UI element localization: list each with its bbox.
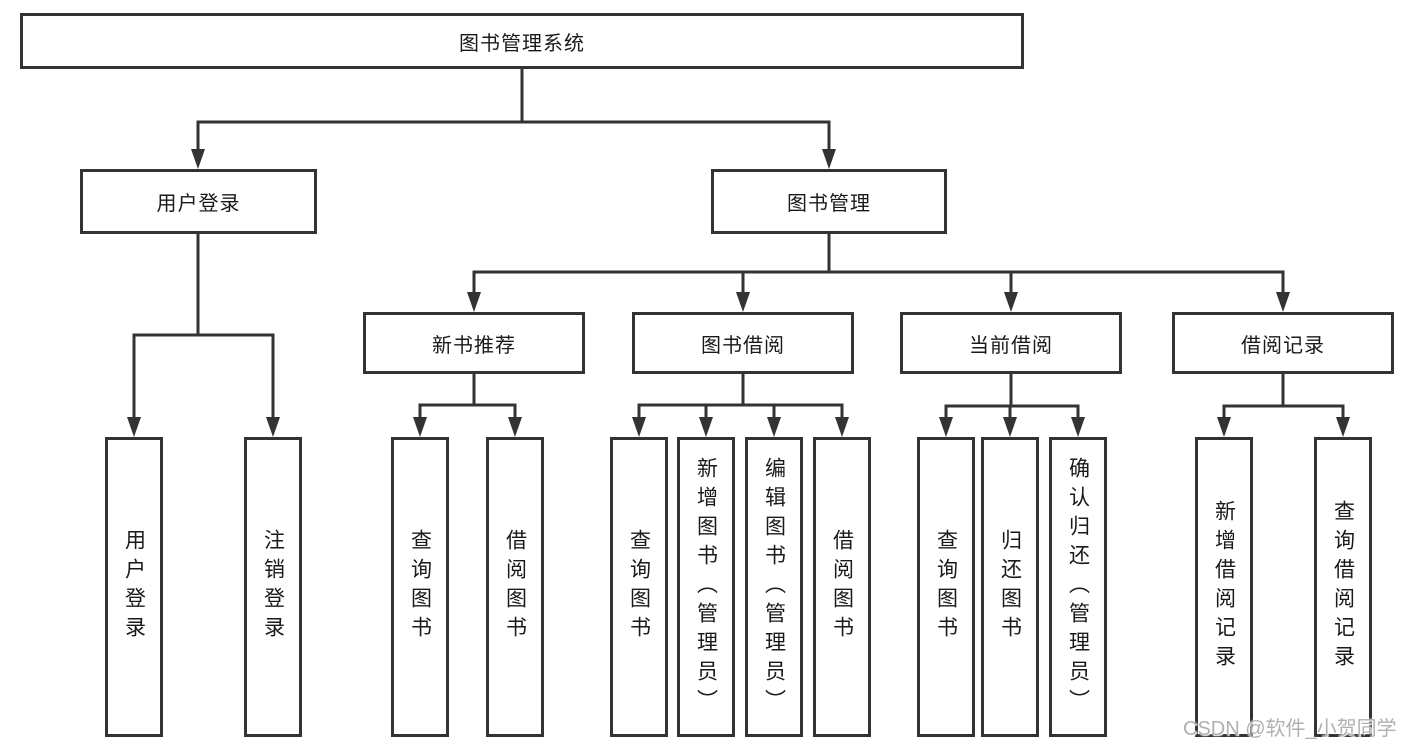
leaf-bb-query-books: 查询图书 — [610, 437, 668, 737]
node-library-management-system: 图书管理系统 — [20, 13, 1024, 69]
node-new-book-recommendation: 新书推荐 — [363, 312, 585, 374]
node-current-borrowing: 当前借阅 — [900, 312, 1122, 374]
leaf-cb-return-books: 归还图书 — [981, 437, 1039, 737]
leaf-bb-borrow-books: 借阅图书 — [813, 437, 871, 737]
leaf-bb-edit-book-admin: 编辑图书（管理员） — [745, 437, 803, 737]
leaf-logout-login: 注销登录 — [244, 437, 302, 737]
csdn-watermark: CSDN @软件_小贺同学 — [1183, 718, 1397, 740]
leaf-nb-query-books: 查询图书 — [391, 437, 449, 737]
leaf-nb-borrow-books: 借阅图书 — [486, 437, 544, 737]
node-user-login: 用户登录 — [80, 169, 317, 234]
node-book-borrowing: 图书借阅 — [632, 312, 854, 374]
leaf-user-login: 用户登录 — [105, 437, 163, 737]
node-book-management: 图书管理 — [711, 169, 947, 234]
leaf-bb-add-book-admin: 新增图书（管理员） — [677, 437, 735, 737]
leaf-br-add-borrow-record: 新增借阅记录 — [1195, 437, 1253, 737]
leaf-cb-confirm-return-admin: 确认归还（管理员） — [1049, 437, 1107, 737]
leaf-br-query-borrow-record: 查询借阅记录 — [1314, 437, 1372, 737]
node-borrowing-records: 借阅记录 — [1172, 312, 1394, 374]
leaf-cb-query-books: 查询图书 — [917, 437, 975, 737]
